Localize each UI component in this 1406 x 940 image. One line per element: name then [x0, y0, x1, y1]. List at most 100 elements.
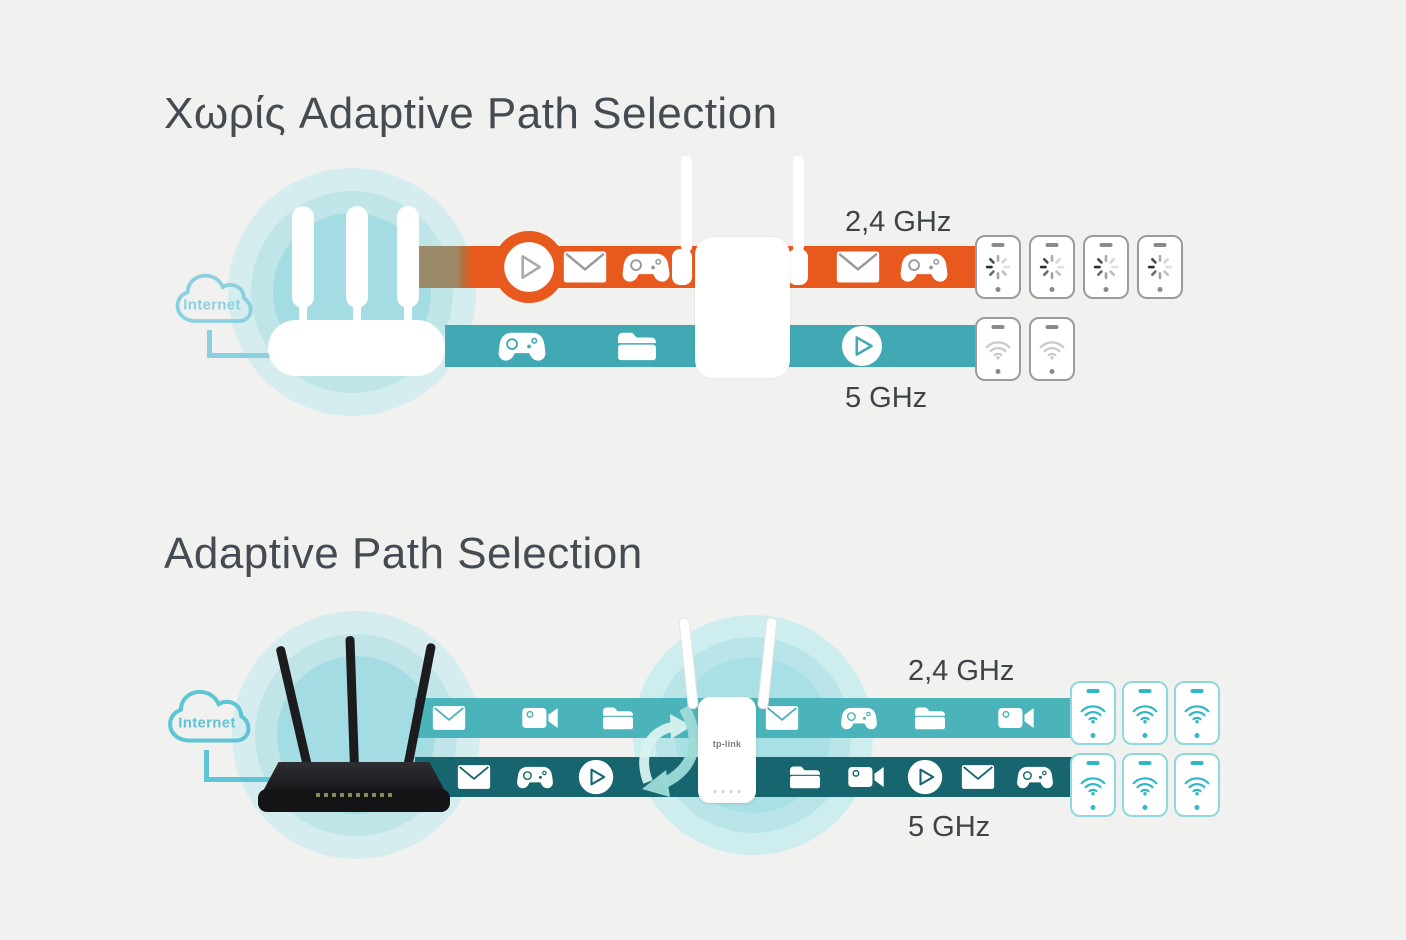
- range-extender: tp-link: [698, 697, 756, 803]
- devices-2-4ghz: [975, 235, 1183, 299]
- folder-icon: [913, 705, 947, 732]
- band-5ghz-traffic-icons: [0, 757, 1406, 797]
- phone-home-button: [1090, 733, 1096, 738]
- loading-spinner-icon: [1091, 252, 1121, 282]
- phone-home-button: [1142, 805, 1148, 810]
- devices-2-4ghz: [1070, 681, 1220, 745]
- loading-spinner-icon: [1145, 252, 1175, 282]
- white-router: [268, 320, 445, 376]
- wifi-icon: [984, 337, 1012, 361]
- phone-speaker: [1099, 243, 1113, 247]
- cloud-icon: [175, 273, 253, 323]
- wifi-icon: [1131, 701, 1159, 725]
- router-antenna: [353, 302, 361, 324]
- phone-home-button: [1157, 287, 1163, 292]
- extender-led-row: [713, 790, 741, 793]
- phone-speaker: [1086, 689, 1100, 693]
- phone-speaker: [1153, 243, 1167, 247]
- wifi-icon: [1131, 773, 1159, 797]
- black-router: [262, 762, 446, 793]
- internet-link-line: [207, 353, 271, 358]
- mail-icon: [432, 706, 466, 731]
- black-router: [258, 789, 450, 812]
- phone-device: [1137, 235, 1183, 299]
- wifi-icon: [1183, 701, 1211, 725]
- section-title-without: Χωρίς Adaptive Path Selection: [164, 89, 778, 139]
- band-swap-arrows-icon: [612, 696, 712, 804]
- wifi-icon: [1183, 773, 1211, 797]
- gamepad-icon: [494, 329, 550, 363]
- play-icon: [578, 759, 614, 795]
- videocam-icon: [998, 706, 1035, 731]
- section-title-with: Adaptive Path Selection: [164, 529, 643, 579]
- internet-link-line: [207, 330, 212, 358]
- gamepad-icon: [838, 705, 880, 731]
- stub-icon: [672, 249, 692, 285]
- phone-speaker: [1086, 761, 1100, 765]
- mail-icon: [457, 765, 491, 790]
- videocam-icon: [848, 765, 885, 790]
- folder-icon: [616, 329, 658, 363]
- range-extender: [695, 237, 790, 378]
- phone-device: [975, 235, 1021, 299]
- phone-home-button: [1103, 287, 1109, 292]
- gamepad-icon: [1014, 764, 1056, 790]
- router-antenna: [299, 302, 307, 324]
- extender-antenna: [793, 156, 804, 252]
- mail-icon: [836, 251, 880, 283]
- phone-home-button: [1194, 805, 1200, 810]
- phone-home-button: [1194, 733, 1200, 738]
- phone-speaker: [1045, 325, 1059, 329]
- phone-speaker: [991, 325, 1005, 329]
- band-5ghz-traffic-icons: [0, 325, 1406, 367]
- phone-device: [1070, 753, 1116, 817]
- devices-5ghz: [975, 317, 1075, 381]
- videocam-icon: [522, 706, 559, 731]
- router-antenna: [397, 206, 419, 308]
- phone-device: [1083, 235, 1129, 299]
- router-antenna: [292, 206, 314, 308]
- wifi-icon: [1079, 773, 1107, 797]
- internet-cloud: Internet: [162, 682, 252, 754]
- band-label-5ghz: 5 GHz: [845, 382, 928, 414]
- phone-device: [1122, 753, 1168, 817]
- phone-speaker: [1138, 689, 1152, 693]
- router-antenna: [346, 206, 368, 308]
- phone-home-button: [1090, 805, 1096, 810]
- band-label-5ghz: 5 GHz: [908, 811, 991, 843]
- phone-home-button: [1049, 369, 1055, 374]
- mail-icon: [563, 251, 607, 283]
- playbadge-icon: [492, 230, 566, 304]
- tp-link-logo: tp-link: [712, 739, 742, 749]
- folder-icon: [601, 705, 635, 732]
- phone-speaker: [1045, 243, 1059, 247]
- play-icon: [907, 759, 943, 795]
- phone-device: [1174, 681, 1220, 745]
- internet-cloud: Internet: [170, 266, 254, 334]
- gamepad-icon: [896, 250, 952, 284]
- play-icon: [841, 325, 883, 367]
- phone-speaker: [1138, 761, 1152, 765]
- extender-antenna: [681, 156, 692, 252]
- gamepad-icon: [618, 250, 674, 284]
- phone-device: [1029, 317, 1075, 381]
- band-label-2-4ghz: 2,4 GHz: [845, 206, 952, 238]
- stub-icon: [788, 249, 808, 285]
- phone-speaker: [1190, 689, 1204, 693]
- loading-spinner-icon: [983, 252, 1013, 282]
- folder-icon: [788, 764, 822, 791]
- phone-device: [975, 317, 1021, 381]
- phone-device: [1029, 235, 1075, 299]
- phone-speaker: [1190, 761, 1204, 765]
- internet-link-line: [204, 777, 284, 782]
- phone-device: [1070, 681, 1116, 745]
- phone-home-button: [995, 369, 1001, 374]
- phone-device: [1174, 753, 1220, 817]
- phone-device: [1122, 681, 1168, 745]
- internet-label: Internet: [178, 714, 236, 732]
- devices-5ghz: [1070, 753, 1220, 817]
- internet-link-line: [204, 750, 209, 782]
- mail-icon: [961, 765, 995, 790]
- phone-home-button: [1049, 287, 1055, 292]
